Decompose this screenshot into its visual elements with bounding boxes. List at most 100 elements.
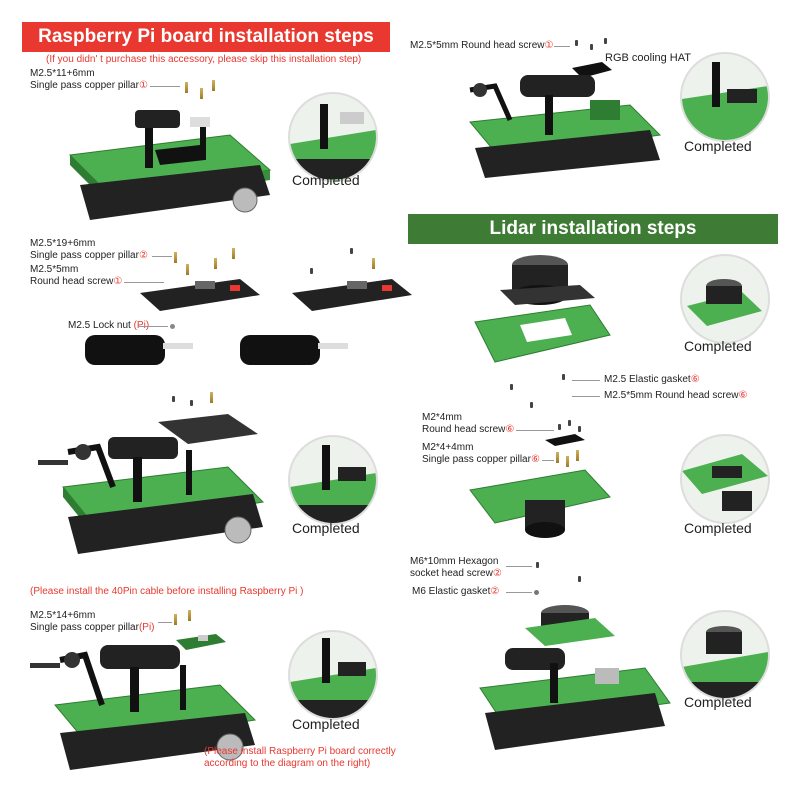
nut-icon: [170, 324, 175, 329]
completed-label-lidar3: Completed: [684, 694, 752, 710]
camera-mount-left: [85, 335, 193, 365]
completed-label-hat: Completed: [684, 138, 752, 154]
pillar-icon: [556, 452, 559, 463]
hex-screw-desc: socket head screw: [410, 568, 493, 579]
lidar-screw-leader: [572, 396, 600, 397]
raspberry-pi-board: [176, 634, 226, 650]
pillar-icon: [200, 88, 203, 99]
m2-spacer-plate: [545, 434, 585, 446]
step2-pillar-num: ②: [138, 250, 148, 261]
lidar-screw-num: ⑥: [738, 390, 748, 401]
pillar-icon: [212, 80, 215, 91]
step1-item-name: M2.5*11+6mm: [30, 68, 95, 79]
hex-screw-icon: [536, 562, 539, 568]
completed-label-lidar2: Completed: [684, 520, 752, 536]
screw-icon: [530, 402, 533, 408]
m2-pillar-label: M2*4+4mm Single pass copper pillar⑥: [422, 442, 540, 466]
m6-gasket-leader: [506, 592, 532, 593]
completed-label-step3: Completed: [292, 520, 360, 536]
screw-icon: [190, 400, 193, 406]
screw-icon: [590, 44, 593, 50]
step1-item-desc: Single pass copper pillar: [30, 80, 139, 91]
pillar-icon: [174, 252, 177, 263]
pillar-icon: [576, 450, 579, 461]
correct-note-line1: (Please install Raspberry Pi board corre…: [204, 746, 396, 757]
screw-icon: [350, 248, 353, 254]
screw-icon: [568, 420, 571, 426]
m2-screw-label: M2*4mm Round head screw⑥: [422, 412, 514, 436]
pillar-icon: [566, 456, 569, 467]
hex-screw-leader: [506, 566, 532, 567]
step4-label: M2.5*14+6mm Single pass copper pillar(Pi…: [30, 610, 155, 634]
step1-leader: [150, 86, 180, 87]
m2-pillar-leader: [542, 460, 554, 461]
completed-circle-step1: [288, 92, 378, 182]
m2-screw-name: M2*4mm: [422, 412, 463, 423]
rgb-cooling-hat: [572, 62, 612, 78]
hat-screw-label: M2.5*5mm Round head screw①: [410, 40, 553, 52]
m2-pillar-name: M2*4+4mm: [422, 442, 474, 453]
lidar-screw-label: M2.5*5mm Round head screw⑥: [604, 390, 747, 402]
hat-screw-desc: M2.5*5mm Round head screw: [410, 40, 545, 51]
robot-step4: [30, 645, 257, 770]
camera-mount-right: [240, 335, 348, 365]
step2-screw-leader: [124, 282, 164, 283]
robot-chassis-step1: [68, 110, 272, 220]
screw-icon: [310, 268, 313, 274]
pillar-icon: [232, 248, 235, 259]
m6-gasket-desc: M6 Elastic gasket: [412, 586, 491, 597]
pillar-icon: [188, 610, 191, 621]
skip-note: (If you didn' t purchase this accessory,…: [46, 54, 362, 65]
step2-screw-name: M2.5*5mm: [30, 264, 79, 275]
gasket-leader: [572, 380, 600, 381]
step2-pillar-leader: [152, 256, 172, 257]
hat-screw-leader: [554, 46, 570, 47]
gasket-num: ⑥: [690, 374, 700, 385]
m2-pillar-num: ⑥: [530, 454, 540, 465]
hex-screw-icon: [578, 576, 581, 582]
screw-icon: [562, 374, 565, 380]
completed-circle-hat: [680, 52, 770, 142]
pillar-icon: [174, 614, 177, 625]
step4-leader: [158, 622, 172, 623]
m6-gasket-num: ②: [490, 586, 500, 597]
correct-note: (Please install Raspberry Pi board corre…: [204, 746, 396, 770]
screw-icon: [510, 384, 513, 390]
pillar-icon: [186, 264, 189, 275]
m6-gasket-icon: [534, 590, 539, 595]
pillar-icon: [185, 82, 188, 93]
lidar-section-title: Lidar installation steps: [489, 218, 697, 239]
robot-step3: [38, 414, 265, 554]
step2-nut-num: (Pi): [134, 320, 150, 331]
completed-label-step4: Completed: [292, 716, 360, 732]
robot-lidar-final: [479, 605, 671, 750]
step2-board-right: [292, 279, 412, 311]
pillar-icon: [214, 258, 217, 269]
gasket-desc: M2.5 Elastic gasket: [604, 374, 691, 385]
step2-screw-desc: Round head screw: [30, 276, 114, 287]
completed-circle-lidar1: [680, 254, 770, 344]
m2-screw-leader: [516, 430, 554, 431]
step4-item-num: (Pi): [138, 622, 155, 633]
step1-item-num: ①: [138, 80, 148, 91]
hex-screw-num: ②: [492, 568, 502, 579]
pillar-icon: [210, 392, 213, 403]
completed-label-lidar1: Completed: [684, 338, 752, 354]
lidar-plate-assembled: [469, 469, 611, 538]
step4-item-name: M2.5*14+6mm: [30, 610, 96, 621]
completed-circle-lidar3: [680, 610, 770, 700]
pi-section-banner: Raspberry Pi board installation steps: [22, 22, 390, 52]
step2-nut-desc: M2.5 Lock nut: [68, 320, 131, 331]
completed-circle-step3: [288, 435, 378, 525]
screw-icon: [558, 424, 561, 430]
m2-screw-desc: Round head screw: [422, 424, 506, 435]
robot-hat: [469, 75, 662, 178]
hat-label: RGB cooling HAT: [605, 52, 691, 64]
lidar-section-banner: Lidar installation steps: [408, 214, 778, 244]
step2-nut-label: M2.5 Lock nut (Pi): [68, 320, 149, 332]
m2-pillar-desc: Single pass copper pillar: [422, 454, 531, 465]
screw-icon: [604, 38, 607, 44]
completed-circle-lidar2: [680, 434, 770, 524]
hex-screw-name: M6*10mm Hexagon: [410, 556, 499, 567]
m2-screw-num: ⑥: [505, 424, 515, 435]
